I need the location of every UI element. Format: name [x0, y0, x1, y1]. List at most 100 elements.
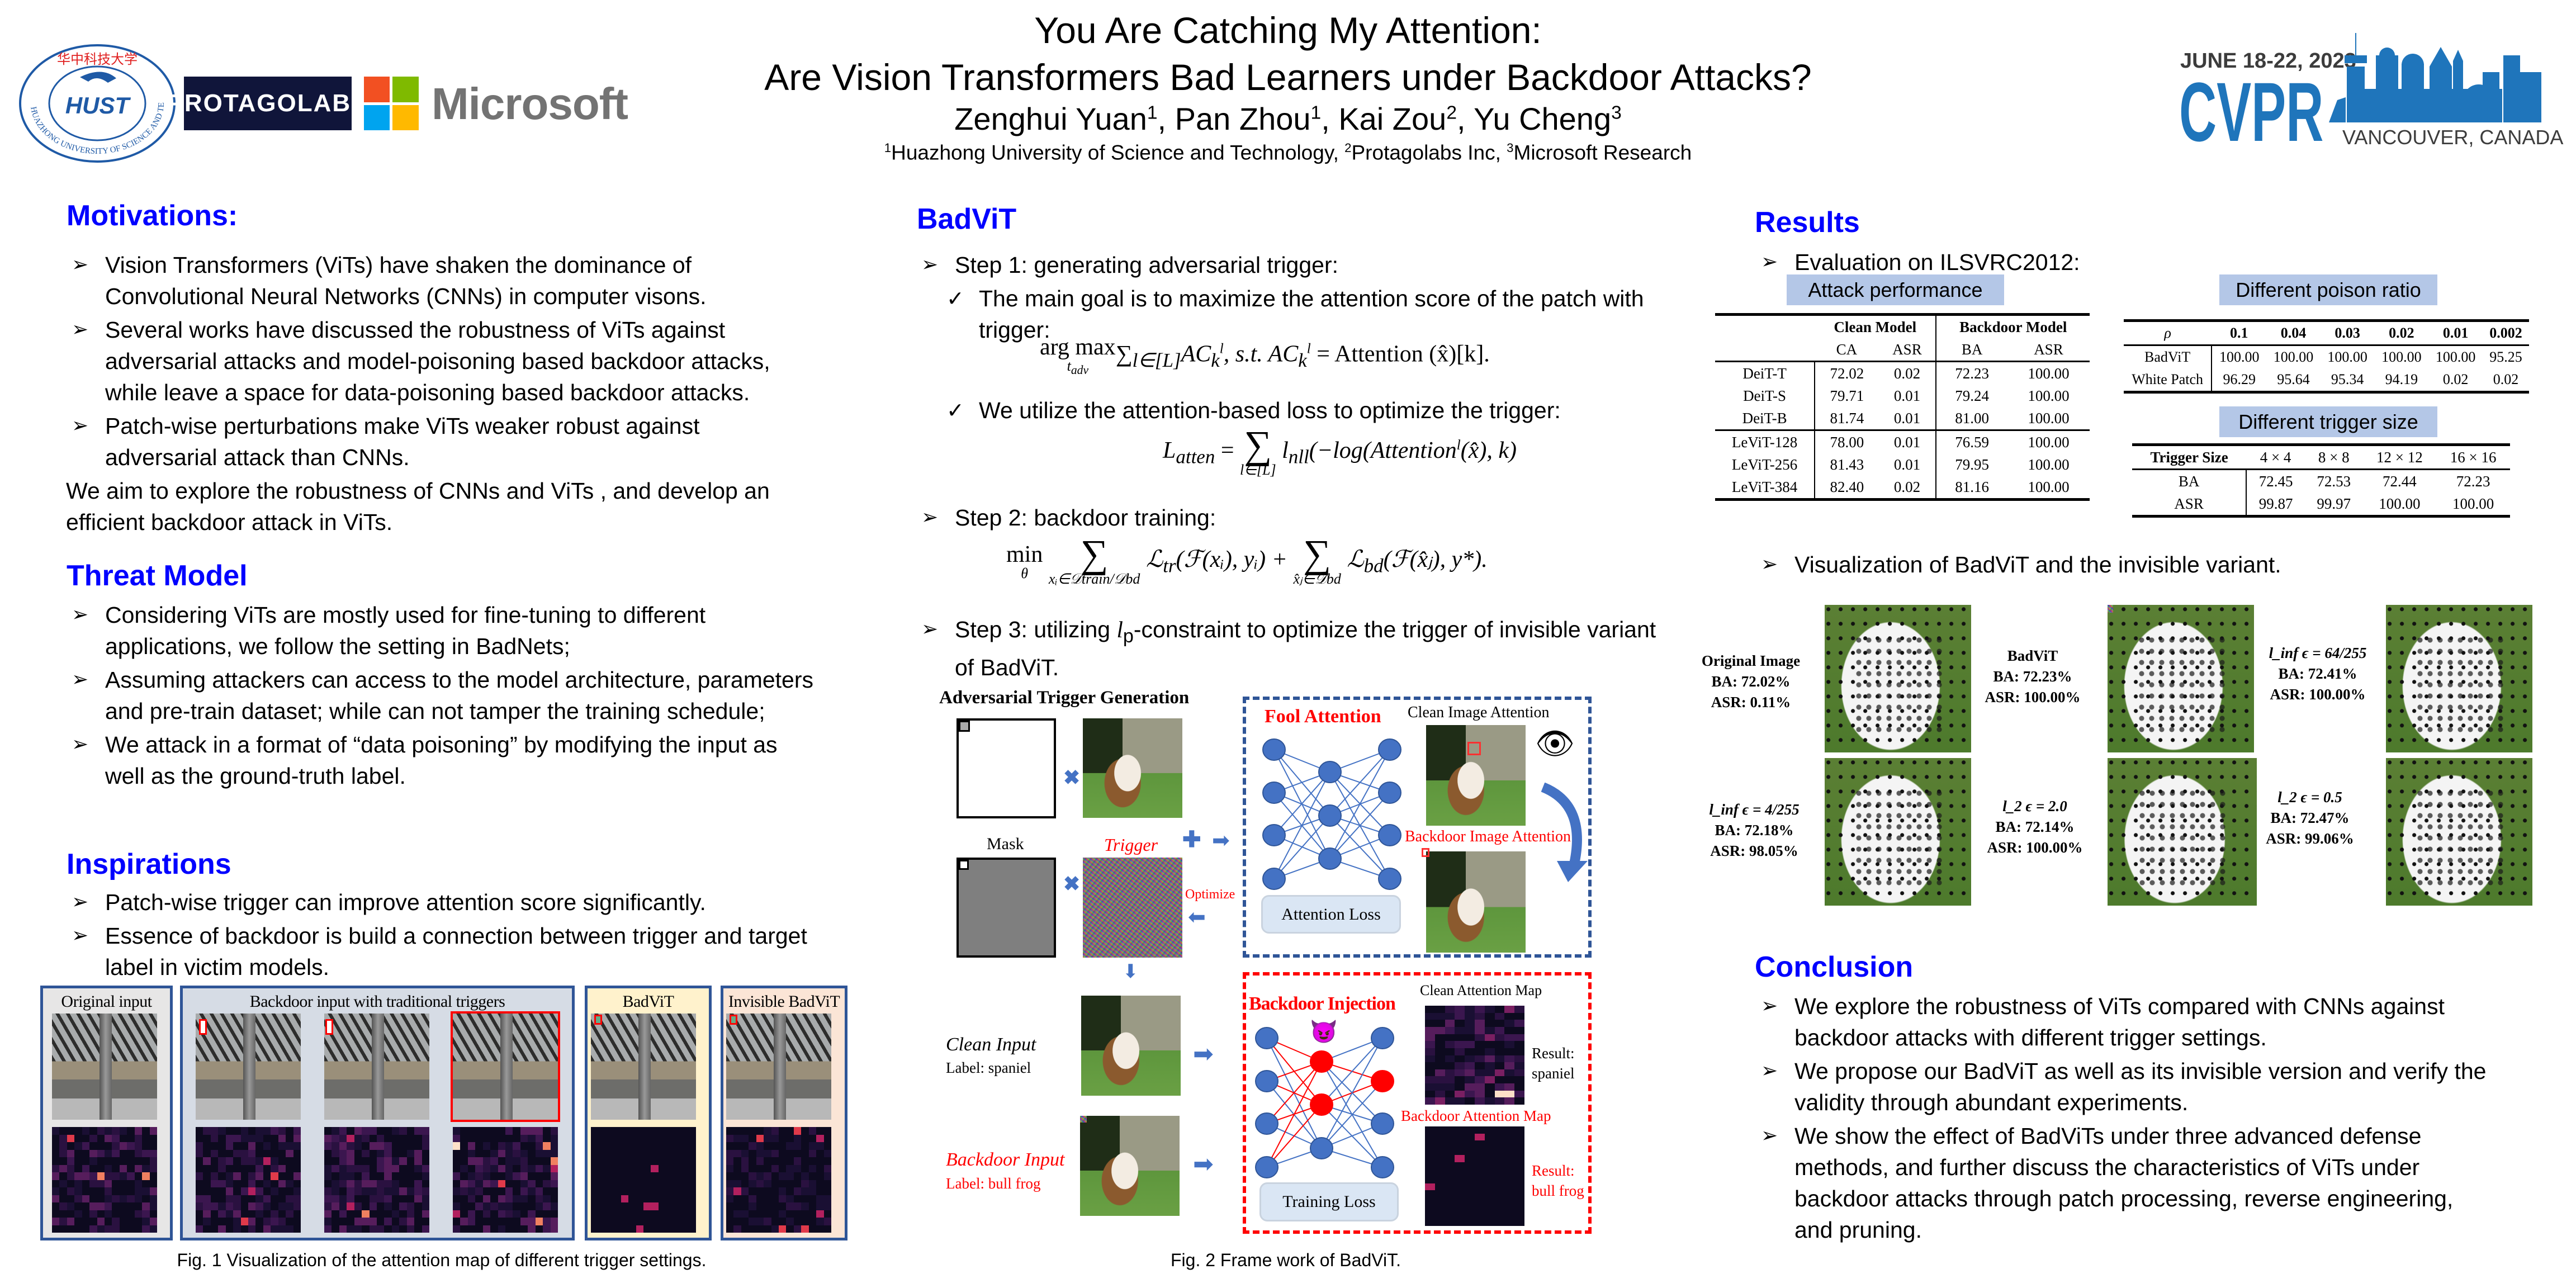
heatmap-cell: [498, 1172, 505, 1180]
heatmap-cell: [1514, 1020, 1524, 1027]
table-cell: DeiT-B: [1715, 407, 1816, 430]
station-image: [451, 1011, 560, 1122]
heatmap-cell: [733, 1187, 741, 1195]
heatmap-cell: [347, 1180, 354, 1187]
heatmap-cell: [681, 1142, 689, 1150]
heatmap-cell: [255, 1164, 263, 1172]
heatmap-cell: [324, 1164, 332, 1172]
heatmap-cell: [399, 1164, 407, 1172]
heatmap-cell: [354, 1195, 362, 1202]
heatmap-cell: [598, 1195, 606, 1202]
heatmap-cell: [1455, 1048, 1465, 1055]
heatmap-cell: [666, 1195, 674, 1202]
heatmap-cell: [673, 1149, 681, 1157]
heatmap-cell: [255, 1134, 263, 1142]
heatmap-cell: [651, 1218, 659, 1225]
heatmap-cell: [271, 1202, 278, 1210]
heatmap-cell: [779, 1142, 787, 1150]
heatmap-cell: [263, 1142, 271, 1150]
heatmap-cell: [681, 1127, 689, 1135]
heatmap-cell: [498, 1134, 505, 1142]
table-cell: 0.01: [1878, 430, 1937, 453]
heatmap-cell: [196, 1225, 203, 1233]
heatmap-cell: [666, 1164, 674, 1172]
heatmap-cell: [377, 1134, 385, 1142]
heatmap-cell: [756, 1149, 764, 1157]
heatmap-cell: [498, 1210, 505, 1218]
threat-model-heading: Threat Model: [67, 560, 248, 592]
heatmap-cell: [377, 1149, 385, 1157]
column-header: 0.03: [2334, 325, 2360, 341]
heatmap-cell: [1474, 1083, 1485, 1091]
heatmap-cell: [453, 1225, 461, 1233]
heatmap-cell: [332, 1202, 339, 1210]
heatmap-cell: [1474, 1126, 1485, 1134]
heatmap-cell: [520, 1225, 528, 1233]
heatmap-cell: [142, 1180, 150, 1187]
heatmap-cell: [225, 1149, 234, 1157]
heatmap-cell: [203, 1187, 211, 1195]
heatmap-cell: [248, 1134, 256, 1142]
heatmap-cell: [196, 1172, 203, 1180]
heatmap-cell: [1455, 1204, 1465, 1212]
heatmap-cell: [324, 1127, 332, 1135]
column-header: 4 × 4: [2260, 449, 2291, 466]
heatmap-cell: [1504, 1204, 1515, 1212]
heatmap-cell: [369, 1134, 377, 1142]
heatmap-cell: [255, 1142, 263, 1150]
heatmap-cell: [467, 1218, 476, 1225]
heatmap-cell: [816, 1180, 824, 1187]
heatmap-cell: [460, 1210, 468, 1218]
heatmap-cell: [347, 1218, 354, 1225]
heatmap-cell: [621, 1127, 629, 1135]
heatmap-cell: [384, 1202, 392, 1210]
heatmap-cell: [681, 1225, 689, 1233]
heatmap-cell: [263, 1180, 271, 1187]
heatmap-cell: [271, 1127, 278, 1135]
heatmap-cell: [749, 1172, 756, 1180]
heatmap-cell: [453, 1202, 461, 1210]
heatmap-cell: [528, 1218, 536, 1225]
heatmap-cell: [749, 1187, 756, 1195]
heatmap-cell: [1445, 1069, 1455, 1077]
heatmap-cell: [233, 1149, 241, 1157]
heatmap-cell: [658, 1225, 666, 1233]
heatmap-cell: [384, 1134, 392, 1142]
heatmap-cell: [1445, 1048, 1455, 1055]
heatmap-cell: [513, 1202, 520, 1210]
table-cell: BA: [2132, 469, 2247, 493]
heatmap-cell: [399, 1210, 407, 1218]
heatmap-cell: [651, 1210, 659, 1218]
heatmap-cell: [1445, 1148, 1455, 1155]
author-list: Zenghui Yuan1, Pan Zhou1, Kai Zou2, Yu C…: [954, 101, 1622, 136]
heatmap-cell: [233, 1164, 241, 1172]
heatmap-cell: [414, 1195, 422, 1202]
arrow-left-icon: ⬅: [1188, 906, 1206, 929]
heatmap-cell: [1465, 1097, 1475, 1105]
table-cell: 81.00: [1955, 410, 1990, 427]
heatmap-cell: [210, 1225, 219, 1233]
heatmap-cell: [636, 1225, 643, 1233]
heatmap-cell: [1445, 1126, 1455, 1134]
heatmap-cell: [105, 1164, 112, 1172]
heatmap-cell: [779, 1149, 787, 1157]
arrow-right-icon: ➡: [1193, 1040, 1214, 1068]
heatmap-cell: [598, 1127, 606, 1135]
heatmap-cell: [1494, 1126, 1505, 1134]
heatmap-cell: [1465, 1148, 1475, 1155]
heatmap-cell: [475, 1202, 483, 1210]
heatmap-cell: [240, 1225, 248, 1233]
heatmap-cell: [823, 1142, 831, 1150]
heatmap-cell: [1484, 1219, 1495, 1226]
bullet-arrow-icon: ➢: [72, 924, 89, 947]
heatmap-cell: [1484, 1012, 1495, 1020]
heatmap-cell: [816, 1202, 824, 1210]
trigger-patch: [199, 1019, 207, 1035]
list-item: ➢Vision Transformers (ViTs) have shaken …: [72, 249, 815, 312]
heatmap-cell: [1434, 1026, 1445, 1034]
heatmap-cell: [1455, 1176, 1465, 1183]
heatmap-cell: [1494, 1190, 1505, 1198]
heatmap-cell: [406, 1202, 415, 1210]
heatmap-cell: [210, 1149, 219, 1157]
